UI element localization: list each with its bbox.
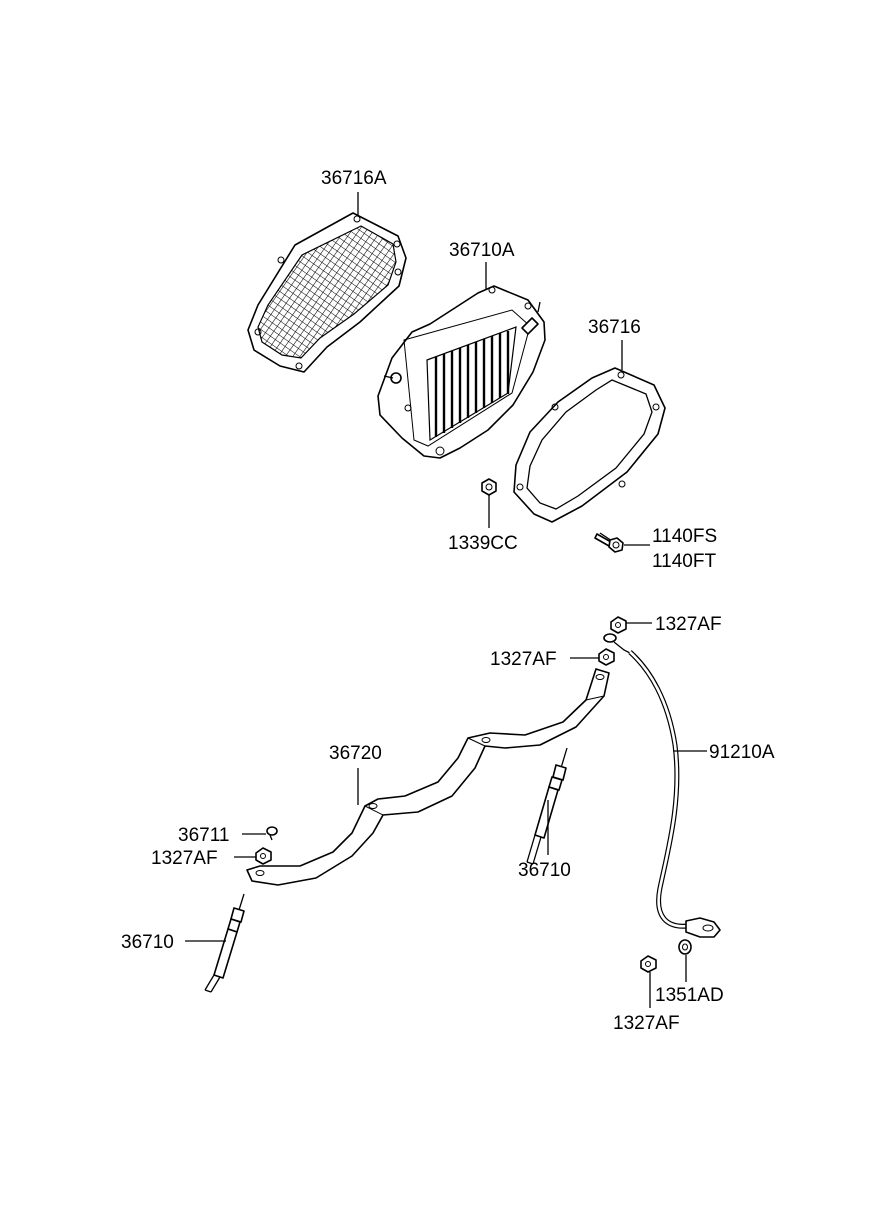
label-cable-91210a: 91210A <box>709 742 775 763</box>
label-plug-36710-left: 36710 <box>121 932 174 953</box>
label-nut-1327af-bottom: 1327AF <box>613 1013 680 1034</box>
label-washer-1351ad: 1351AD <box>655 985 724 1006</box>
glow-plug-mid-icon <box>526 747 568 865</box>
label-nut-1327af-top-left: 1327AF <box>490 649 557 670</box>
label-bracket-36720: 36720 <box>329 743 382 764</box>
grille-mesh-icon <box>247 212 407 373</box>
heater-core-icon <box>377 285 546 459</box>
label-gasket-36716: 36716 <box>588 317 641 338</box>
label-heater-36710a: 36710A <box>449 240 515 261</box>
hex-nut-left-icon <box>255 847 272 865</box>
hex-nut-top-right-icon <box>610 616 627 634</box>
ground-cable-icon <box>603 633 721 938</box>
label-bolt-1140ft: 1140FT <box>652 551 716 572</box>
flange-bolt-icon <box>594 532 624 553</box>
washer-icon <box>678 939 692 955</box>
gasket-frame-icon <box>513 367 666 523</box>
hex-nut-icon <box>481 478 497 496</box>
label-nut-1339cc: 1339CC <box>448 533 518 554</box>
glow-plug-left-icon <box>204 893 245 993</box>
screw-icon <box>266 826 278 841</box>
label-bolt-1140fs: 1140FS <box>652 526 717 547</box>
label-grille-36716a: 36716A <box>321 168 387 189</box>
hex-nut-bottom-icon <box>640 955 657 973</box>
label-screw-36711: 36711 <box>178 825 229 846</box>
bus-bar-bracket-icon <box>246 668 610 886</box>
hex-nut-top-left-icon <box>598 648 615 666</box>
label-nut-1327af-left: 1327AF <box>151 848 218 869</box>
label-plug-36710-mid: 36710 <box>518 860 571 881</box>
label-nut-1327af-top-right: 1327AF <box>655 614 722 635</box>
leader-lines <box>185 192 707 1008</box>
